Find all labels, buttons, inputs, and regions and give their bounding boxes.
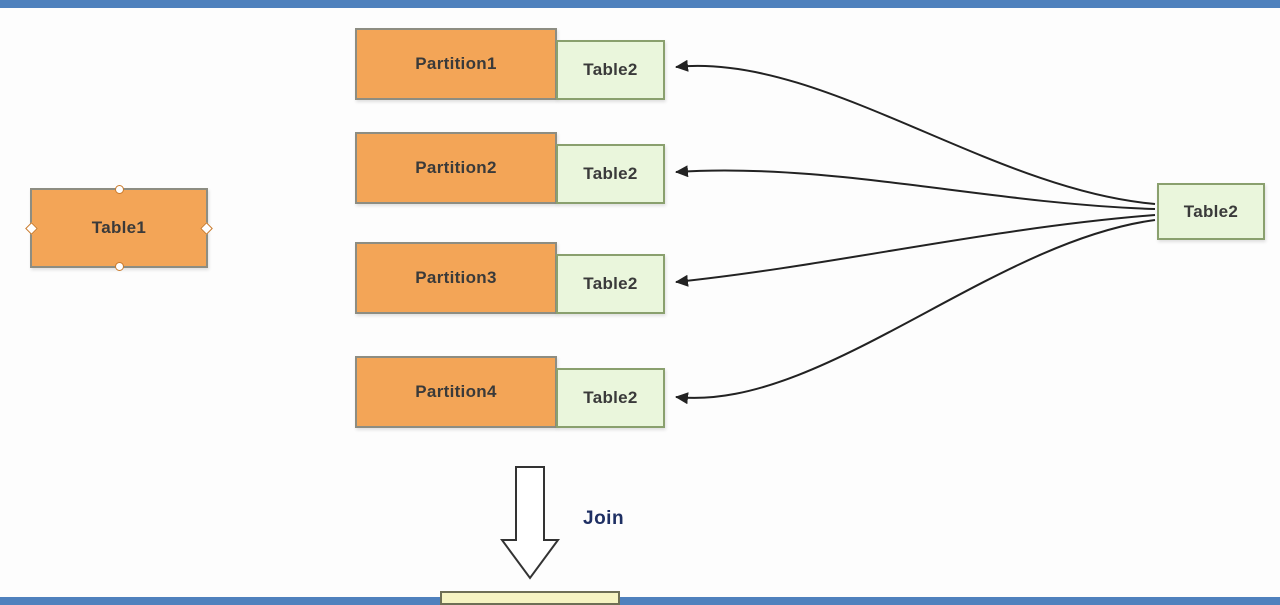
partition4-table2-label: Table2 — [583, 388, 638, 407]
table1-node[interactable]: Table1 — [25, 185, 213, 271]
bottom-accent-bar — [0, 597, 1280, 605]
partition3-table2-label: Table2 — [583, 274, 638, 293]
partition4-node[interactable]: Partition4 — [355, 356, 557, 428]
selection-handle-right[interactable] — [200, 221, 213, 235]
selection-handle-left[interactable] — [25, 221, 38, 235]
broadcast-table2-node[interactable]: Table2 — [1157, 183, 1265, 240]
partition2-node[interactable]: Partition2 — [355, 132, 557, 204]
broadcast-table2-label: Table2 — [1183, 201, 1239, 221]
down-block-arrow — [500, 466, 560, 580]
partition3-table2-node[interactable]: Table2 — [556, 254, 665, 314]
partition4-label: Partition4 — [415, 382, 497, 401]
broadcast-arrows — [675, 59, 1156, 405]
broadcast-arrow-1 — [675, 59, 1156, 205]
partition2-table2-label: Table2 — [583, 164, 638, 183]
selection-handle-bottom[interactable] — [114, 262, 124, 271]
broadcast-arrow-4 — [675, 219, 1156, 405]
join-label: Join — [583, 508, 625, 529]
partition2-label: Partition2 — [415, 158, 497, 177]
partition4-table2-node[interactable]: Table2 — [556, 368, 665, 428]
broadcast-arrow-3 — [675, 214, 1156, 287]
partition2-table2-node[interactable]: Table2 — [556, 144, 665, 204]
result-node[interactable] — [440, 591, 620, 605]
broadcast-arrow-2 — [675, 165, 1156, 210]
partition1-table2-label: Table2 — [583, 60, 638, 79]
partition3-node[interactable]: Partition3 — [355, 242, 557, 314]
partition1-node[interactable]: Partition1 — [355, 28, 557, 100]
top-accent-bar — [0, 0, 1280, 8]
selection-handle-top[interactable] — [114, 185, 124, 194]
partition1-table2-node[interactable]: Table2 — [556, 40, 665, 100]
table1-label: Table1 — [91, 218, 147, 237]
partition3-label: Partition3 — [415, 268, 497, 287]
partition1-label: Partition1 — [415, 54, 497, 73]
